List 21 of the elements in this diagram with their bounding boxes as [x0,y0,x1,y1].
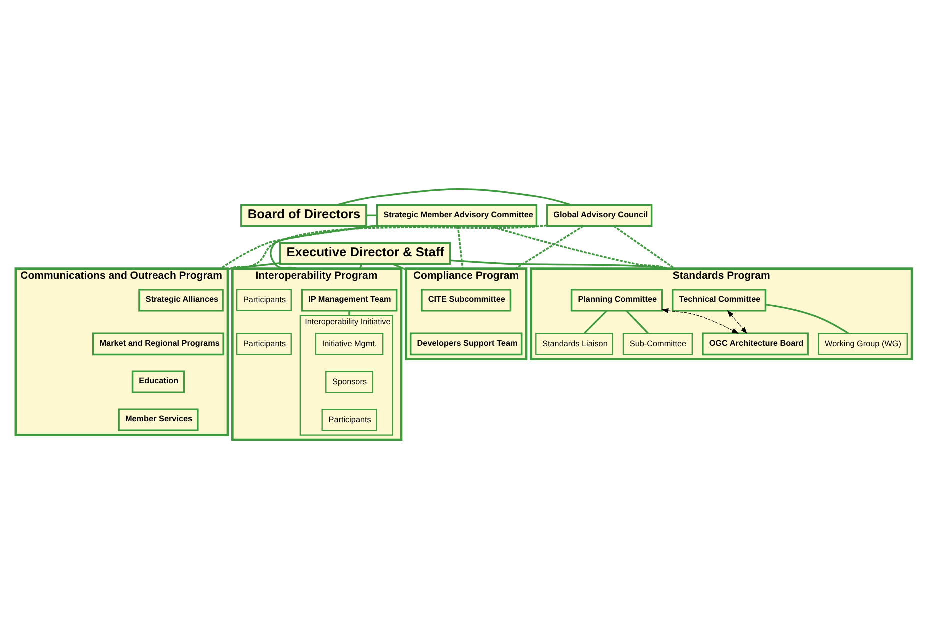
connector [457,226,464,268]
connector [613,225,676,270]
connector [220,224,378,270]
connector [270,224,378,270]
connector [450,259,668,270]
connector [348,310,350,316]
node-box: Board of Directors [240,204,368,227]
connector [366,214,378,216]
connector [392,262,407,270]
node-box: Executive Director & Staff [279,242,452,265]
connector [626,310,649,334]
connector [337,188,572,206]
connector [228,262,280,270]
arrow [727,310,748,334]
connector [359,264,363,269]
connector [766,303,850,334]
arrow [662,308,740,334]
connector [228,224,548,270]
connector [489,224,668,270]
connector [515,225,584,270]
connector [584,310,608,334]
